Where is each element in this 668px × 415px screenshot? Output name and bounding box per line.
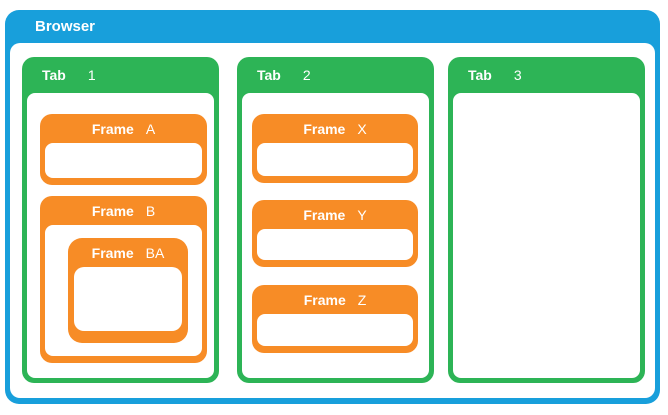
tab-3-name: 3 [513,67,522,83]
frame-b-label: Frame [91,202,134,219]
frame-x-body [257,143,413,176]
tab-2-header: Tab 2 [237,57,434,93]
frame-ba-label: Frame [91,244,134,261]
frame-b-name: B [145,202,156,219]
frame-a-body [45,143,202,178]
tab-1: Tab 1 Frame A Frame B [22,57,219,383]
tab-3-label: Tab [468,67,492,83]
frame-z-label: Frame [303,291,346,308]
tab-2-name: 2 [302,67,311,83]
frame-a-name: A [145,120,156,137]
tab-3: Tab 3 [448,57,645,383]
frame-ba: Frame BA [68,238,188,343]
frame-x-label: Frame [303,120,346,137]
tab-2-body: Frame X Frame Y Fram [242,93,429,378]
tab-1-name: 1 [87,67,96,83]
frame-y: Frame Y [252,200,418,267]
frame-x: Frame X [252,114,418,183]
frame-a-label: Frame [91,120,134,137]
tab-2: Tab 2 Frame X Frame Y [237,57,434,383]
frame-b: Frame B Frame BA [40,196,207,363]
frame-z: Frame Z [252,285,418,353]
tab-3-body [453,93,640,378]
tab-1-header: Tab 1 [22,57,219,93]
tab-2-label: Tab [257,67,281,83]
browser-title: Browser [35,18,96,35]
frame-y-body [257,229,413,260]
frame-y-header: Frame Y [252,200,418,229]
frame-z-header: Frame Z [252,285,418,314]
tab-3-header: Tab 3 [448,57,645,93]
browser-header: Browser [5,10,660,43]
frame-x-header: Frame X [252,114,418,143]
tab-1-body: Frame A Frame B Fra [27,93,214,378]
frame-y-label: Frame [303,206,346,223]
frame-a: Frame A [40,114,207,185]
frame-a-header: Frame A [40,114,207,143]
frame-z-name: Z [357,291,367,308]
frame-z-body [257,314,413,346]
frame-ba-body [74,267,182,331]
frame-b-body: Frame BA [45,225,202,356]
browser-body: Tab 1 Frame A Frame B [10,43,655,398]
frame-ba-name: BA [145,244,165,261]
browser-window: Browser Tab 1 Frame A [5,10,660,404]
frame-ba-header: Frame BA [68,238,188,267]
frame-y-name: Y [357,206,367,223]
tab-1-label: Tab [42,67,66,83]
frame-b-header: Frame B [40,196,207,225]
frame-x-name: X [357,120,367,137]
